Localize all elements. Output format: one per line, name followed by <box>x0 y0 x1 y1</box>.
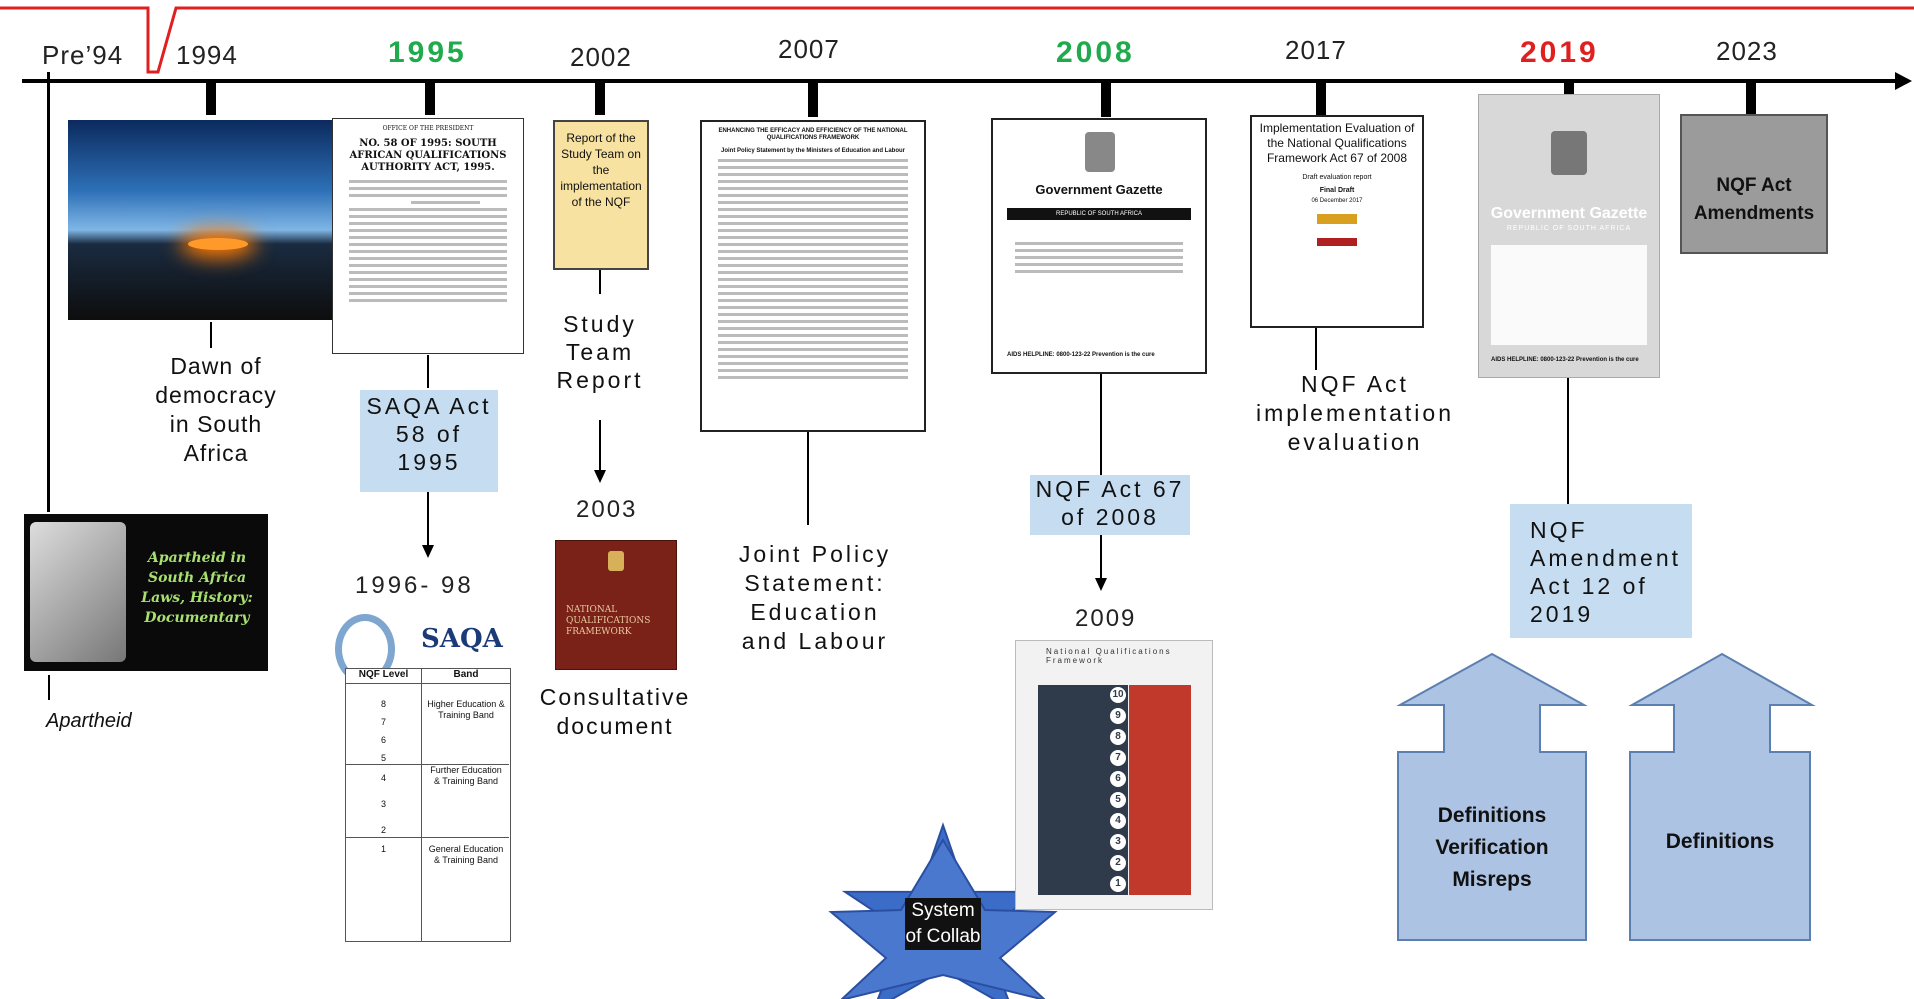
fist-icon <box>30 522 126 662</box>
saqa-act-box: SAQA Act 58 of 1995 <box>360 390 498 492</box>
nqf-2009-level-6: 6 <box>1110 771 1126 787</box>
level-2: 2 <box>380 825 386 835</box>
joint-policy-doc-title: ENHANCING THE EFFICACY AND EFFICIENCY OF… <box>718 128 908 141</box>
impl-eval-doc-title: Implementation Evaluation of the Nationa… <box>1259 121 1415 165</box>
nqf-2009-level-5: 5 <box>1110 792 1126 808</box>
nqf-2009-level-7: 7 <box>1110 750 1126 766</box>
tick-2002 <box>595 81 605 115</box>
star-label: System of Collab <box>905 898 981 950</box>
gazette-2008-document: Government Gazette REPUBLIC OF SOUTH AFR… <box>991 118 1207 374</box>
impl-eval-document: Implementation Evaluation of the Nationa… <box>1250 115 1424 328</box>
year-2002: 2002 <box>570 42 632 72</box>
gazette-2008-helpline: AIDS HELPLINE: 0800-123-22 Prevention is… <box>1007 352 1155 358</box>
joint-policy-document: ENHANCING THE EFFICACY AND EFFICIENCY OF… <box>700 120 926 432</box>
gazette-2008-title: Government Gazette <box>1035 182 1163 197</box>
saqa-nqf-table: NQF Level Band Higher Education & Traini… <box>345 668 511 942</box>
nqf-2009-header: National Qualifications Framework <box>1046 647 1172 665</box>
gazette-2019-title: Government Gazette <box>1490 205 1648 222</box>
nqf-2009-level-10: 10 <box>1110 687 1126 703</box>
table-header-band: Band <box>421 669 510 684</box>
timeline-arrowhead <box>1895 72 1912 90</box>
tick-2008 <box>1101 81 1111 117</box>
tick-pre94 <box>47 72 50 512</box>
nqf-2009-poster: National Qualifications Framework 10 9 8 7 6… <box>1015 640 1213 910</box>
band-general: General Education & Training Band <box>428 844 504 865</box>
tick-2007 <box>808 81 818 117</box>
tick-2023 <box>1746 81 1756 115</box>
nqf-act-amendments-box: NQF Act Amendments <box>1680 114 1828 254</box>
consultative-cover-title: NATIONAL QUALIFICATIONS FRAMEWORK <box>566 605 651 637</box>
nqf-2009-level-3: 3 <box>1110 834 1126 850</box>
level-8: 8 <box>380 699 386 709</box>
year-2007: 2007 <box>778 34 840 64</box>
saqa-act-document: OFFICE OF THE PRESIDENT NO. 58 OF 1995: … <box>332 118 524 354</box>
level-4: 4 <box>380 773 386 783</box>
up-arrow-definitions <box>1628 652 1816 941</box>
year-2017: 2017 <box>1285 35 1347 65</box>
arrow-saqa-down <box>422 545 434 558</box>
level-1: 1 <box>380 844 386 854</box>
gazette-2019-helpline: AIDS HELPLINE: 0800-123-22 Prevention is… <box>1491 357 1639 363</box>
saqa-logo-text: SAQA <box>421 624 503 654</box>
year-2023: 2023 <box>1716 36 1778 66</box>
nqf-2009-level-8: 8 <box>1110 729 1126 745</box>
sun-icon <box>188 238 248 250</box>
nqf-2009-levels: 10 9 8 7 6 5 4 3 2 1 <box>1110 685 1128 895</box>
impl-eval-label: NQF Act implementation evaluation <box>1256 371 1454 455</box>
apartheid-image: Apartheid in South Africa Laws, History:… <box>24 514 268 671</box>
up-arrow-definitions-verification <box>1396 652 1588 941</box>
gazette-2008-republic: REPUBLIC OF SOUTH AFRICA <box>1007 208 1191 220</box>
joint-policy-doc-subtitle: Joint Policy Statement by the Ministers … <box>720 148 906 154</box>
arrow-definitions-label: Definitions <box>1665 830 1775 853</box>
gazette-2019-document: Government Gazette REPUBLIC OF SOUTH AFR… <box>1478 94 1660 378</box>
arrow-2008-down <box>1095 578 1107 591</box>
level-5: 5 <box>380 753 386 763</box>
apartheid-doc-title: Apartheid in South Africa Laws, History:… <box>141 550 253 626</box>
apartheid-caption: Apartheid <box>46 710 132 732</box>
tick-2017 <box>1316 81 1326 117</box>
coat-of-arms-icon <box>1551 131 1587 175</box>
logo-icon <box>1317 238 1357 246</box>
nqf-2009-level-4: 4 <box>1110 813 1126 829</box>
gazette-2019-republic: REPUBLIC OF SOUTH AFRICA <box>1506 225 1632 232</box>
table-header-level: NQF Level <box>346 669 421 684</box>
dawn-label: Dawn of democracy in South Africa <box>155 353 277 466</box>
tick-1994 <box>206 81 216 115</box>
impl-eval-doc-final: Final Draft <box>1319 187 1355 194</box>
level-6: 6 <box>380 735 386 745</box>
nqf-2009-level-1: 1 <box>1110 876 1126 892</box>
impl-eval-doc-sub: Draft evaluation report <box>1302 174 1372 181</box>
year-2009: 2009 <box>1075 605 1137 632</box>
year-pre94: Pre’94 <box>42 40 124 70</box>
logo-icon <box>1317 214 1357 224</box>
arrow-study-down <box>594 470 606 483</box>
dawn-image <box>68 120 360 320</box>
coat-of-arms-icon <box>608 551 624 571</box>
nqf-amendment-box: NQF Amendment Act 12 of 2019 <box>1510 504 1692 638</box>
year-1994: 1994 <box>176 40 238 70</box>
nqf-2009-level-9: 9 <box>1110 708 1126 724</box>
study-team-document: Report of the Study Team on the implemen… <box>553 120 649 270</box>
year-2008: 2008 <box>1056 36 1135 69</box>
arrow-definitions-verification-label: Definitions Verification Misreps <box>1435 804 1549 891</box>
study-team-label: Study Team Report <box>556 311 644 393</box>
year-2019: 2019 <box>1520 36 1599 69</box>
red-bracket-line <box>0 6 1914 74</box>
impl-eval-doc-date: 06 December 2017 <box>1311 198 1363 204</box>
nqf-2009-level-2: 2 <box>1110 855 1126 871</box>
nqf-act-2008-box: NQF Act 67 of 2008 <box>1030 475 1190 535</box>
year-1996-98: 1996- 98 <box>355 572 474 599</box>
consultative-document: NATIONAL QUALIFICATIONS FRAMEWORK <box>555 540 677 670</box>
coat-of-arms-icon <box>1085 132 1115 172</box>
year-1995: 1995 <box>388 36 467 69</box>
band-further: Further Education & Training Band <box>430 765 502 786</box>
joint-policy-label: Joint Policy Statement: Education and La… <box>738 541 892 654</box>
tick-1995 <box>425 81 435 115</box>
band-higher: Higher Education & Training Band <box>427 699 505 720</box>
level-3: 3 <box>380 799 386 809</box>
year-2003: 2003 <box>576 496 638 523</box>
consultative-label: Consultative document <box>539 684 691 739</box>
level-7: 7 <box>380 717 386 727</box>
